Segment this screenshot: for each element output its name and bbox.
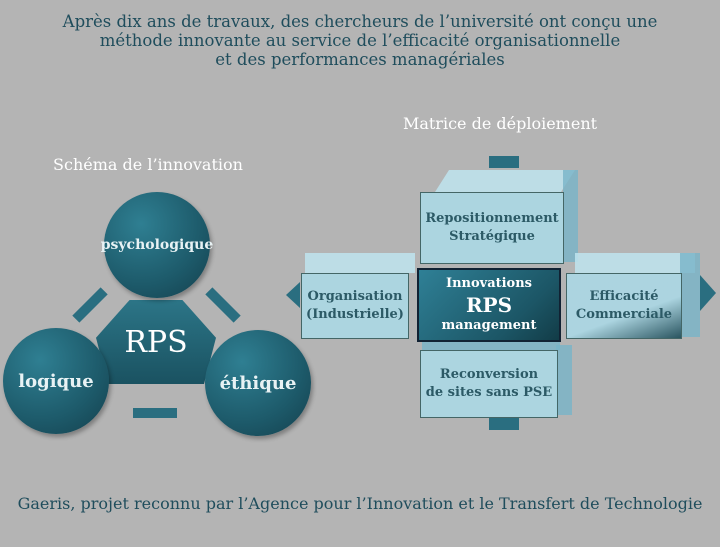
box-innovations-rps: Innovations RPS management (417, 268, 561, 342)
box-organisation: Organisation (Industrielle) (301, 273, 409, 339)
box-label: Organisation (307, 289, 403, 304)
rps-center: RPS (96, 300, 216, 384)
box-label: Reconversion (439, 367, 539, 382)
box-label: management (441, 318, 537, 333)
header-line: et des performances managériales (215, 50, 505, 69)
arrow-down-icon (489, 418, 519, 430)
box-label: (Industrielle) (306, 307, 404, 322)
node-ethique: éthique (205, 330, 311, 436)
node-logique: logique (3, 328, 109, 434)
box-label: RPS (465, 293, 513, 317)
box-label: de sites sans PSE (425, 385, 553, 400)
box-label: Efficacité (589, 289, 659, 304)
header-text: Après dix ans de travaux, des chercheurs… (0, 12, 720, 69)
matrice-title: Matrice de déploiement (402, 114, 598, 133)
box-top-face (305, 253, 415, 273)
node-psychologique: psychologique (101, 192, 213, 298)
box-top-face (435, 170, 575, 192)
schema-title: Schéma de l’innovation (53, 155, 243, 174)
arrow-icon (133, 408, 177, 418)
arrow-up-icon (489, 156, 519, 168)
box-label: Innovations (445, 276, 533, 291)
box-top-face (575, 253, 695, 273)
box-side-face (680, 253, 700, 337)
box-side-face (563, 170, 578, 262)
box-label: Commerciale (575, 307, 673, 322)
box-label: Repositionnement (425, 211, 559, 226)
arrow-icon (205, 287, 241, 323)
header-line: Après dix ans de travaux, des chercheurs… (62, 12, 658, 31)
arrow-right-icon (700, 275, 716, 311)
header-line: méthode innovante au service de l’effica… (99, 31, 621, 50)
arrow-icon (72, 287, 108, 323)
footer-text: Gaeris, projet reconnu par l’Agence pour… (17, 494, 703, 513)
arrow-left-icon (286, 282, 300, 308)
box-side-face (556, 345, 572, 415)
box-top-face (422, 342, 560, 350)
box-reconversion: Reconversion de sites sans PSE (420, 350, 558, 418)
box-label: Stratégique (449, 229, 535, 244)
